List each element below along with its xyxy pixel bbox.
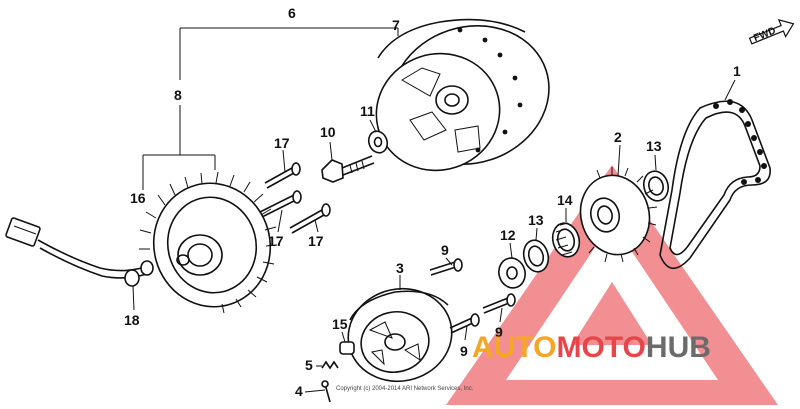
- callout-10: 10: [320, 124, 336, 140]
- screw-17-middle: [257, 190, 302, 219]
- watermark-moto: MOTO: [556, 331, 645, 364]
- callout-18: 18: [124, 312, 140, 328]
- callout-6: 6: [288, 5, 296, 21]
- bolt-9-middle: [449, 313, 480, 334]
- starter-driven-gear-2: [579, 167, 658, 263]
- callout-numbers: 1 2 3 4 5 6 7 8 9 9 9 10 11 12 13 13 14 …: [124, 5, 741, 399]
- washer-12: [498, 257, 526, 289]
- forward-direction-indicator: FWD: [748, 19, 795, 45]
- callout-11: 11: [360, 103, 375, 119]
- screw-17-top: [264, 162, 301, 189]
- roller-15: [339, 341, 355, 355]
- callout-14: 14: [557, 192, 573, 208]
- watermark-auto: AUTO: [472, 331, 556, 364]
- callout-9-bottom: 9: [495, 324, 503, 340]
- callout-9-middle: 9: [460, 343, 468, 359]
- starter-clutch-3: [347, 287, 453, 383]
- callout-9-top: 9: [441, 242, 449, 258]
- thrust-washer-13-upper: [642, 170, 670, 202]
- stator: [139, 171, 278, 314]
- callout-17-top: 17: [274, 135, 290, 151]
- assembly-bracket-6: [179, 27, 399, 80]
- watermark-triangle-logo: [446, 165, 778, 405]
- watermark-hub: HUB: [646, 331, 711, 364]
- callout-2: 2: [614, 129, 622, 145]
- assembly-bracket-8: [142, 105, 216, 190]
- screw-17-bottom: [289, 203, 331, 234]
- spring-5: [321, 360, 339, 370]
- callout-17-middle: 17: [268, 233, 284, 249]
- watermark-wordmark: AUTOMOTOHUB: [472, 331, 711, 364]
- copyright-notice: Copyright (c) 2004-2014 ARI Network Serv…: [336, 386, 474, 392]
- callout-15: 15: [332, 316, 348, 332]
- callout-16: 16: [130, 190, 146, 206]
- fwd-label: FWD: [752, 25, 777, 44]
- starter-chain-1: [659, 99, 771, 270]
- flywheel-rotor: [375, 18, 550, 172]
- bolt-10: [321, 155, 375, 183]
- bolt-9-bottom: [482, 293, 516, 314]
- callout-1: 1: [733, 63, 741, 79]
- callout-17-bottom: 17: [308, 233, 324, 249]
- washer-11: [367, 130, 389, 154]
- callout-4: 4: [295, 383, 303, 399]
- wire-harness: [5, 217, 154, 287]
- bolt-9-top: [429, 258, 463, 276]
- callout-13-upper: 13: [646, 138, 662, 154]
- callout-8: 8: [174, 87, 182, 103]
- callout-12: 12: [500, 227, 516, 243]
- thrust-washer-13-lower: [522, 239, 550, 273]
- callout-13-lower: 13: [528, 212, 544, 228]
- leader-lines: [132, 79, 736, 393]
- callout-7: 7: [392, 17, 400, 33]
- callout-5: 5: [305, 357, 313, 373]
- callout-3: 3: [396, 260, 404, 276]
- plunger-4: [321, 380, 331, 403]
- needle-bearing-14: [551, 222, 581, 258]
